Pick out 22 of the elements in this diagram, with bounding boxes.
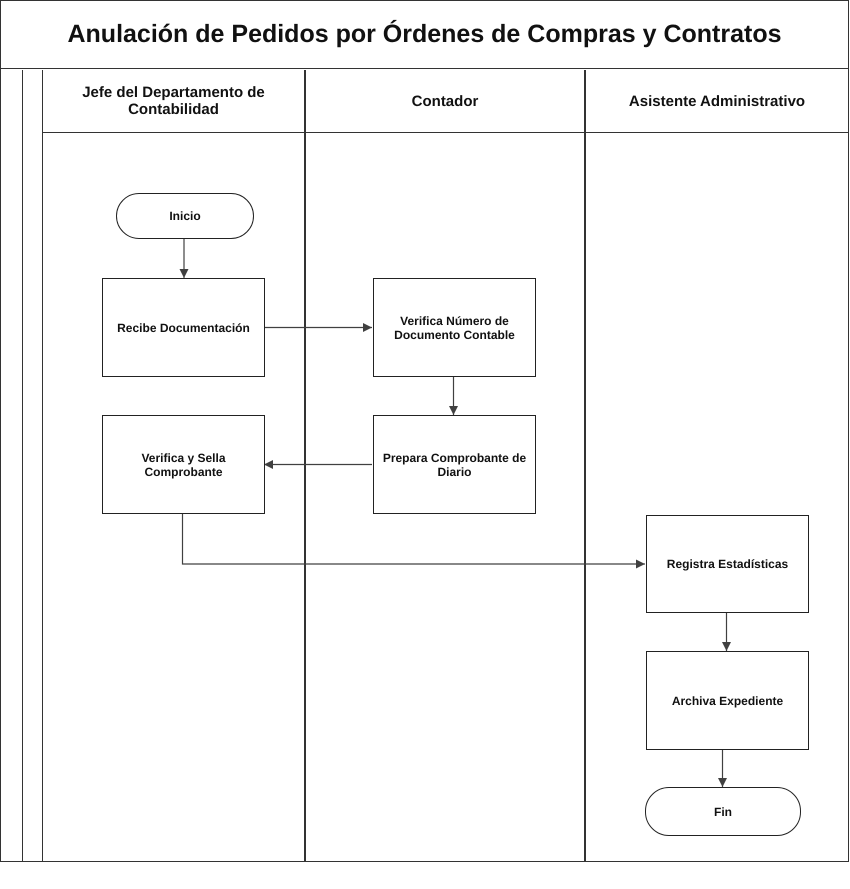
process-box: Verifica y Sella Comprobante xyxy=(102,415,265,514)
process-box: Recibe Documentación xyxy=(102,278,265,377)
process-box: Archiva Expediente xyxy=(646,651,809,750)
process-box: Registra Estadísticas xyxy=(646,515,809,613)
process-box: Prepara Comprobante de Diario xyxy=(373,415,536,514)
arrow xyxy=(264,460,372,469)
arrow xyxy=(182,514,645,568)
arrow xyxy=(264,323,372,332)
lane-header: Contador xyxy=(306,70,584,133)
arrow xyxy=(718,750,727,787)
lane-header: Jefe del Departamento de Contabilidad xyxy=(43,70,304,133)
swimlane xyxy=(585,70,849,862)
arrow xyxy=(180,239,188,278)
arrow xyxy=(449,377,458,415)
lane-header: Asistente Administrativo xyxy=(586,70,848,133)
swimlane xyxy=(305,70,585,862)
terminator: Fin xyxy=(645,787,801,836)
terminator: Inicio xyxy=(116,193,254,239)
diagram-title: Anulación de Pedidos por Órdenes de Compras y Contratos xyxy=(1,1,848,69)
process-box: Verifica Número de Documento Contable xyxy=(373,278,536,377)
swimlane xyxy=(42,70,305,862)
arrow xyxy=(722,613,731,651)
